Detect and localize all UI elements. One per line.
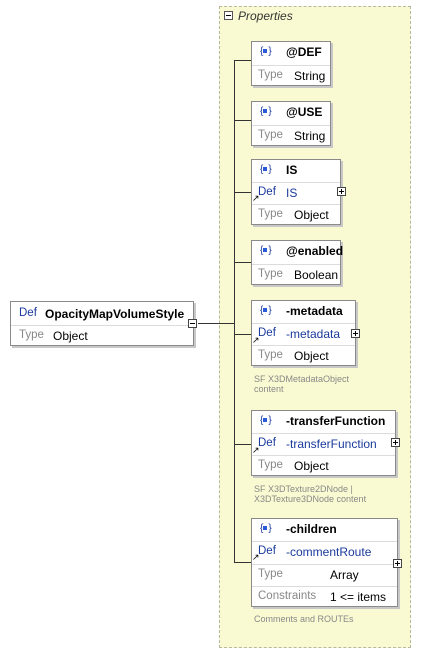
trunk-line bbox=[234, 60, 235, 562]
branch-enabled bbox=[234, 262, 251, 263]
element-is[interactable]: {} IS Def IS Type Object bbox=[251, 159, 341, 225]
root-element-box[interactable]: Def OpacityMapVolumeStyle Type Object bbox=[10, 301, 194, 346]
element-name: -transferFunction bbox=[286, 414, 386, 428]
def-value: -transferFunction bbox=[286, 437, 377, 451]
type-value: Object bbox=[294, 349, 329, 363]
def-label: Def bbox=[258, 545, 276, 557]
type-value: String bbox=[294, 129, 326, 143]
attribute-icon: {} bbox=[260, 46, 272, 57]
type-label: Type bbox=[258, 69, 283, 81]
element-name: @DEF bbox=[286, 45, 322, 59]
type-label: Type bbox=[258, 349, 283, 361]
root-connector bbox=[198, 323, 234, 324]
expand-is-icon[interactable] bbox=[337, 187, 346, 196]
def-label: Def bbox=[258, 327, 276, 339]
attribute-icon: {} bbox=[260, 106, 272, 117]
element-name: @enabled bbox=[286, 244, 344, 258]
attribute-icon: {} bbox=[260, 245, 272, 256]
element-children[interactable]: {} -children Def -commentRoute Type Arra… bbox=[251, 518, 398, 607]
attribute-icon: {} bbox=[260, 305, 272, 316]
type-label: Type bbox=[258, 268, 283, 280]
root-name: OpacityMapVolumeStyle bbox=[45, 307, 185, 321]
reference-arrow-icon: ↗ bbox=[252, 335, 260, 345]
transfer-function-note: SF X3DTexture2DNode | X3DTexture3DNode c… bbox=[254, 484, 367, 504]
attribute-icon: {} bbox=[260, 164, 272, 175]
def-label: Def bbox=[258, 186, 276, 198]
element-name: -metadata bbox=[286, 304, 343, 318]
constraints-value: 1 <= items bbox=[330, 590, 387, 604]
expand-children-icon[interactable] bbox=[393, 559, 402, 568]
element-enabled[interactable]: {} @enabled Type Boolean bbox=[251, 240, 344, 285]
def-value: -commentRoute bbox=[286, 545, 372, 559]
reference-arrow-icon: ↗ bbox=[252, 445, 260, 455]
branch-metadata bbox=[234, 334, 251, 335]
attribute-icon: {} bbox=[260, 415, 272, 426]
element-name: -children bbox=[286, 522, 337, 536]
branch-def bbox=[234, 60, 251, 61]
reference-arrow-icon: ↗ bbox=[252, 552, 260, 562]
collapse-properties-icon[interactable] bbox=[224, 11, 233, 20]
type-value: Boolean bbox=[294, 268, 339, 282]
root-type-value: Object bbox=[53, 329, 88, 343]
metadata-note: SF X3DMetadataObject content bbox=[254, 374, 350, 394]
type-value: String bbox=[294, 69, 326, 83]
expand-transfer-function-icon[interactable] bbox=[391, 438, 400, 447]
expand-metadata-icon[interactable] bbox=[351, 329, 360, 338]
root-def-label: Def bbox=[19, 307, 37, 319]
constraints-label: Constraints bbox=[258, 590, 317, 602]
children-note: Comments and ROUTEs bbox=[254, 614, 354, 624]
branch-is bbox=[234, 192, 251, 193]
element-name: @USE bbox=[286, 105, 323, 119]
element-use[interactable]: {} @USE Type String bbox=[251, 101, 331, 146]
type-label: Type bbox=[258, 208, 283, 220]
element-name: IS bbox=[286, 163, 298, 177]
def-value: -metadata bbox=[286, 327, 341, 341]
reference-arrow-icon: ↗ bbox=[252, 193, 260, 203]
element-metadata[interactable]: {} -metadata Def -metadata Type Object bbox=[251, 300, 356, 366]
def-value: IS bbox=[286, 186, 298, 200]
attribute-icon: {} bbox=[260, 523, 272, 534]
def-label: Def bbox=[258, 437, 276, 449]
type-label: Type bbox=[258, 568, 283, 580]
element-transfer-function[interactable]: {} -transferFunction Def -transferFuncti… bbox=[251, 410, 396, 476]
type-value: Object bbox=[294, 459, 329, 473]
properties-group-title: Properties bbox=[238, 9, 293, 23]
element-def[interactable]: {} @DEF Type String bbox=[251, 41, 331, 86]
type-value: Object bbox=[294, 208, 329, 222]
type-value: Array bbox=[330, 568, 359, 582]
type-label: Type bbox=[258, 459, 283, 471]
root-type-label: Type bbox=[19, 329, 44, 341]
root-collapse-icon[interactable] bbox=[188, 319, 197, 328]
type-label: Type bbox=[258, 129, 283, 141]
branch-children bbox=[234, 562, 251, 563]
branch-use bbox=[234, 120, 251, 121]
branch-transfer bbox=[234, 444, 251, 445]
